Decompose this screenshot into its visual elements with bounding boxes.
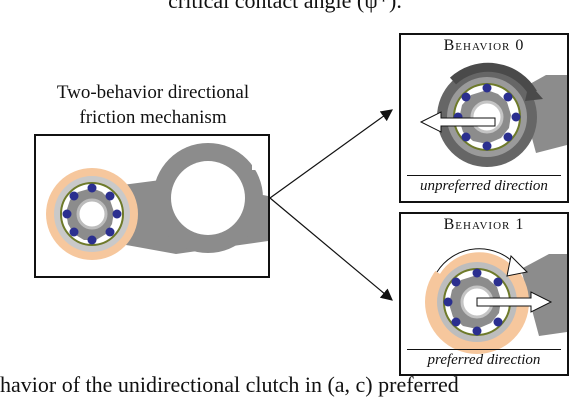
behavior0-bore — [470, 100, 504, 134]
arrow-right-icon — [476, 291, 553, 313]
header-fragment: critical contact angle (ψ*). — [168, 0, 402, 13]
arrow-to-behavior0 — [269, 109, 393, 199]
behavior1-caption-line — [407, 349, 561, 350]
rotation-arrowhead — [525, 83, 543, 101]
behavior0-title: Behavior 0 — [443, 37, 525, 54]
behavior0-caption: unpreferred direction — [420, 178, 548, 194]
rotation-arc-outline — [436, 248, 518, 273]
behavior0-drawing — [419, 62, 567, 167]
behavior1-drawing — [425, 245, 567, 354]
behavior1-caption: preferred direction — [427, 352, 541, 368]
hub-bore — [78, 200, 106, 228]
mechanism-title-line1: Two-behavior directional — [56, 82, 250, 103]
mechanism-box — [34, 134, 270, 278]
behavior1-arm — [521, 254, 567, 336]
mechanism-title: Two-behavior directional friction mechan… — [28, 80, 278, 130]
lever-side-cut — [252, 136, 268, 170]
roller-balls — [62, 183, 122, 245]
mechanism-drawing — [46, 136, 268, 260]
behavior1-panel: Behavior 1 preferred direction — [399, 212, 569, 376]
arrow-to-behavior1 — [269, 197, 393, 301]
behavior0-caption-line — [407, 175, 561, 176]
behavior0-panel: Behavior 0 unpreferred direction — [399, 33, 569, 203]
arrow-left-icon — [419, 111, 496, 133]
behavior1-title: Behavior 1 — [443, 216, 525, 233]
mechanism-title-line2: friction mechanism — [79, 107, 227, 128]
rotation-arrowhead — [506, 254, 529, 277]
lever-hole — [171, 161, 245, 235]
rotation-arc-icon — [449, 62, 537, 96]
hub-bore-shade — [76, 198, 108, 230]
footer-fragment: havior of the unidirectional clutch in (… — [0, 372, 459, 397]
